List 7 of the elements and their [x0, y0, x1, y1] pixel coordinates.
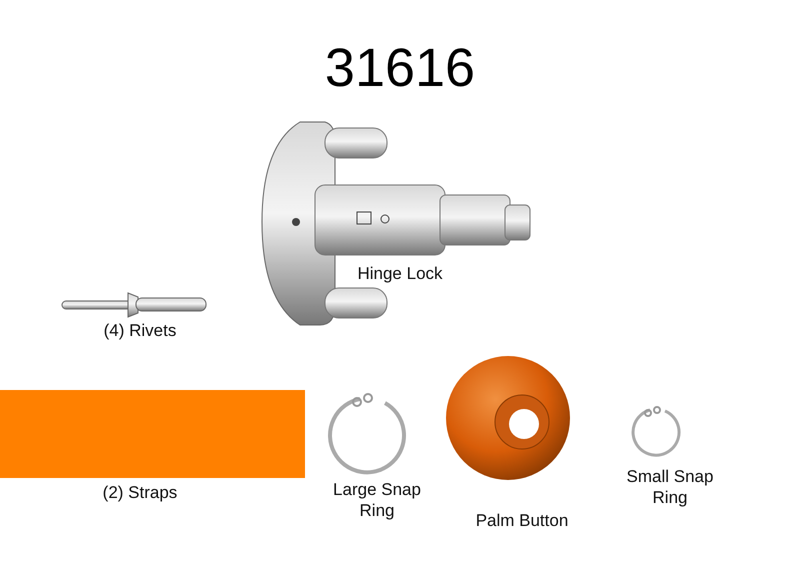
part-label: (2) Straps [102, 482, 178, 503]
part-label: Hinge Lock [356, 263, 444, 284]
title: 31616 [324, 38, 476, 98]
part-label: (4) Rivets [102, 320, 178, 341]
part-label: Small Snap Ring [626, 466, 714, 508]
part-label: Large Snap Ring [332, 479, 422, 521]
part-label: Palm Button [474, 510, 570, 531]
